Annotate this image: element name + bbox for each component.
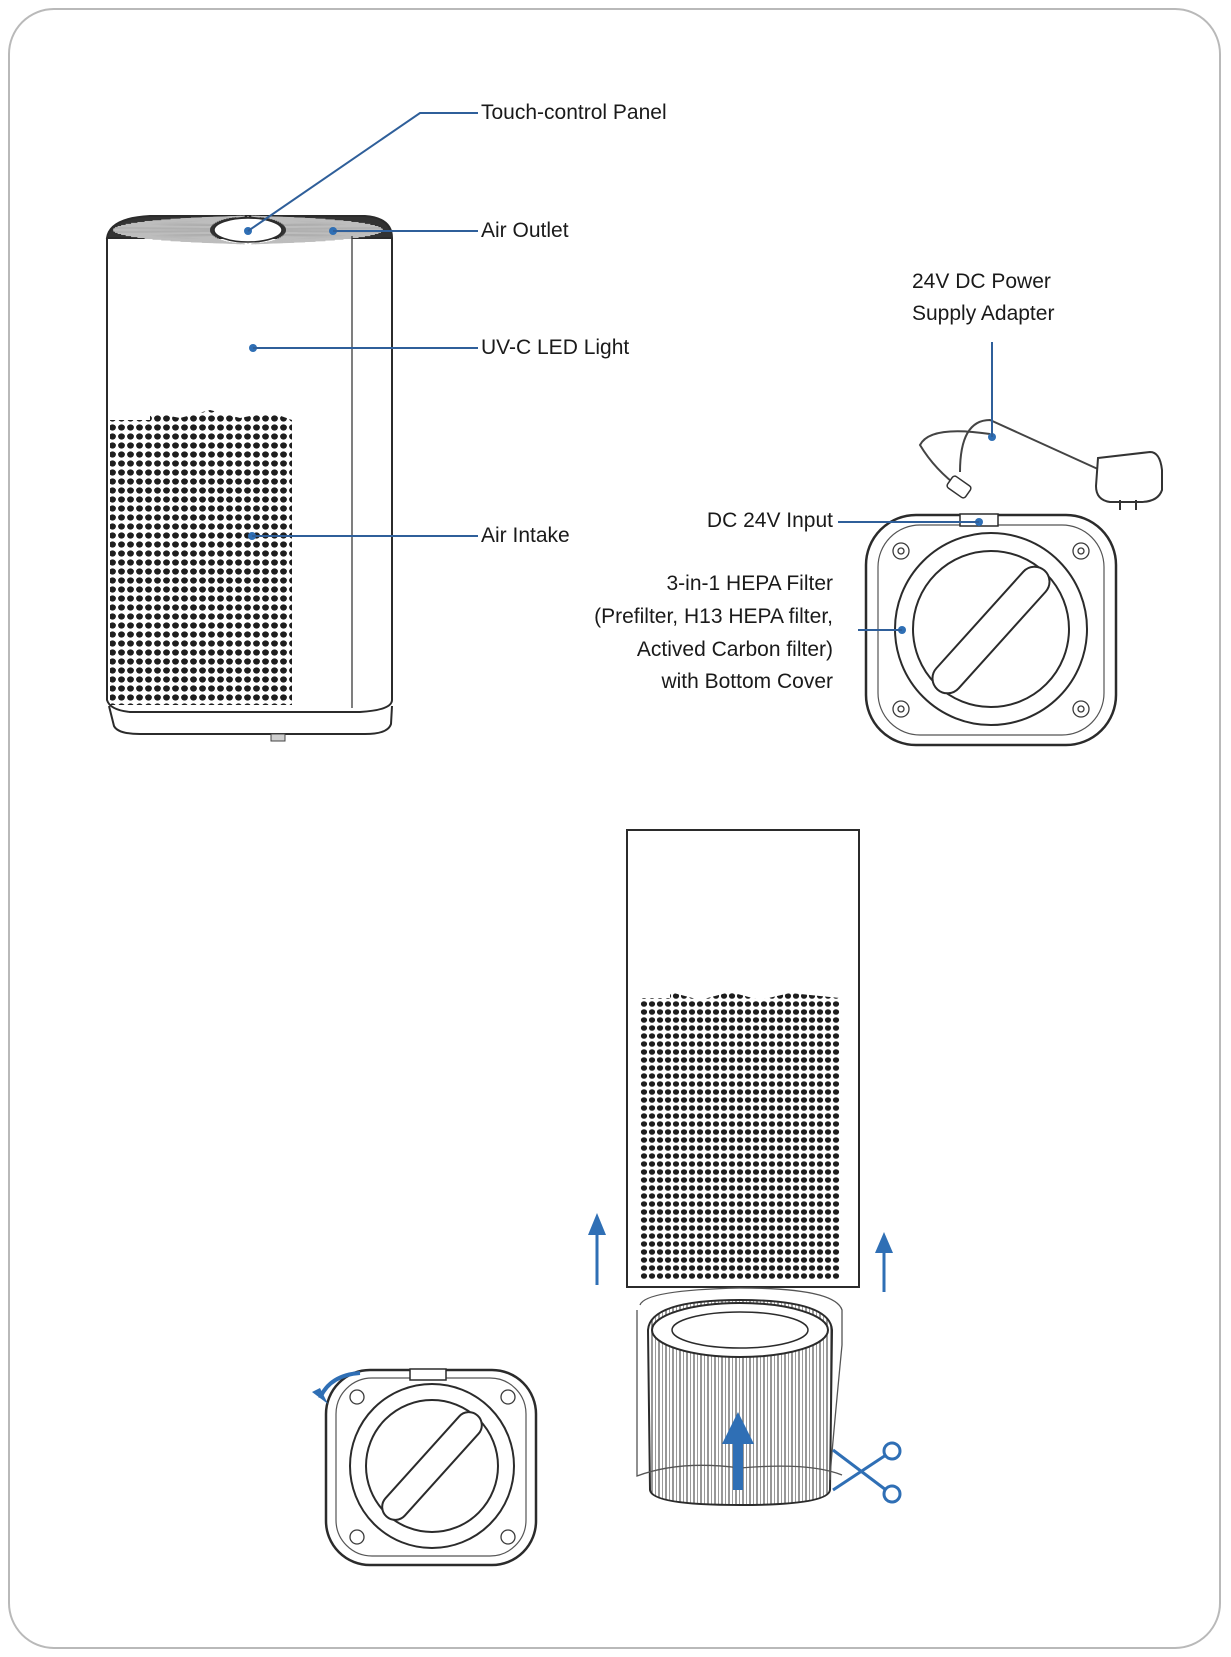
label-power-adapter-line1: 24V DC Power <box>912 270 1051 293</box>
label-uvc-led-light: UV-C LED Light <box>481 336 630 359</box>
air-intake-grille <box>110 410 292 705</box>
label-air-intake: Air Intake <box>481 524 570 547</box>
up-arrow-icon <box>588 1213 606 1235</box>
up-arrow-icon <box>875 1232 893 1253</box>
label-touch-control-panel: Touch-control Panel <box>481 101 667 124</box>
air-purifier-illustration <box>105 215 394 742</box>
scissors-icon <box>832 1441 902 1504</box>
bottom-leader-lines <box>838 342 996 634</box>
label-dc-input: DC 24V Input <box>706 509 833 532</box>
label-hepa-filter-line4: with Bottom Cover <box>661 670 833 693</box>
purifier-leader-lines <box>244 112 478 540</box>
purifier-shell-lifted <box>626 829 860 1288</box>
power-adapter-plug <box>1094 450 1163 503</box>
label-power-adapter-line2: Supply Adapter <box>912 302 1055 325</box>
label-hepa-filter-line1: 3-in-1 HEPA Filter <box>666 572 834 595</box>
hepa-filter-cylinder <box>636 1287 843 1507</box>
bottom-cover-rotate <box>312 1368 538 1567</box>
lift-arrow-left <box>588 1213 606 1285</box>
lift-arrow-right <box>875 1232 893 1292</box>
label-hepa-filter-line2: (Prefilter, H13 HEPA filter, <box>594 605 833 628</box>
page-frame <box>8 8 1221 1649</box>
label-air-outlet: Air Outlet <box>481 219 569 242</box>
label-hepa-filter-line3: Actived Carbon filter) <box>636 638 833 661</box>
up-arrow-icon <box>722 1412 754 1444</box>
